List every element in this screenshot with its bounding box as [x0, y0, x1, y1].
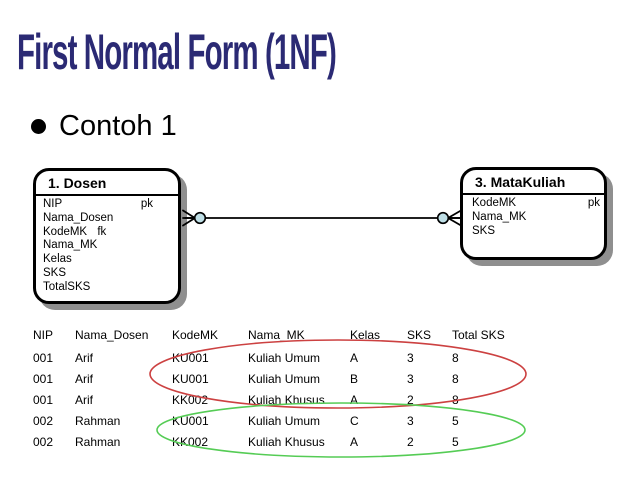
connector-node-right-icon: [436, 211, 450, 225]
cell: 8: [452, 392, 459, 407]
cell: Rahman: [75, 413, 121, 428]
cell: 8: [452, 350, 459, 365]
cell: A: [350, 392, 359, 407]
field-name: TotalSKS: [43, 280, 91, 293]
cell: 3: [407, 371, 414, 386]
cell: 002: [33, 413, 54, 428]
entity-dosen-fields: NIP pk Nama_Dosen KodeMK fk Nama_MK Kela…: [36, 196, 178, 295]
col-header: Nama_MK: [248, 327, 305, 342]
cell: A: [350, 434, 359, 449]
entity-field: NIP pk: [43, 198, 170, 212]
relationship-connector: [182, 209, 463, 227]
field-name: Nama_MK: [43, 239, 98, 252]
cell: Kuliah Umum: [248, 413, 321, 428]
field-name: SKS: [472, 224, 496, 237]
pk-tag: pk: [587, 197, 600, 209]
cell: 001: [33, 371, 54, 386]
col-header: KodeMK: [172, 327, 219, 342]
entity-field: Nama_MK: [472, 211, 600, 225]
bullet-icon: [31, 119, 46, 134]
field-name: KodeMK: [472, 197, 517, 209]
entity-field: SKS: [472, 225, 600, 239]
col-header: Kelas: [350, 327, 381, 342]
fk-tag: fk: [97, 225, 107, 238]
entity-field: KodeMK fk: [43, 226, 170, 240]
table-row: 002 Rahman KK002 Kuliah Khusus A 2 5: [33, 431, 532, 452]
table-row: 001 Arif KK002 Kuliah Khusus A 2 8: [33, 389, 532, 410]
entity-field: Nama_MK: [43, 239, 170, 253]
cell: KU001: [172, 371, 209, 386]
field-name: Nama_Dosen: [43, 211, 114, 224]
entity-matakuliah: 3. MataKuliah KodeMK pk Nama_MK SKS: [460, 167, 607, 260]
cell: Rahman: [75, 434, 121, 449]
field-name: Nama_MK: [472, 210, 527, 223]
entity-field: Nama_Dosen: [43, 212, 170, 226]
page-title: First Normal Form (1NF): [17, 24, 337, 80]
cell: A: [350, 350, 359, 365]
cell: KU001: [172, 350, 209, 365]
cell: B: [350, 371, 359, 386]
entity-field: Kelas: [43, 253, 170, 267]
cell: KK002: [172, 434, 209, 449]
bullet-line: Contoh 1: [31, 110, 177, 143]
table-header-row: NIP Nama_Dosen KodeMK Nama_MK Kelas SKS …: [33, 322, 532, 347]
entity-field: TotalSKS: [43, 281, 170, 295]
cell: 3: [407, 350, 414, 365]
table-row: 001 Arif KU001 Kuliah Umum A 3 8: [33, 347, 532, 368]
col-header: Total SKS: [452, 327, 505, 342]
cell: 001: [33, 392, 54, 407]
cell: 3: [407, 413, 414, 428]
field-name: SKS: [43, 266, 67, 279]
field-name: KodeMK: [43, 225, 88, 238]
field-name: Kelas: [43, 253, 72, 266]
cell: 5: [452, 434, 459, 449]
connector-node-left-icon: [193, 211, 207, 225]
cell: KU001: [172, 413, 209, 428]
cell: Kuliah Khusus: [248, 434, 325, 449]
page-title-text: First Normal Form (1NF): [17, 24, 337, 80]
bullet-text: Contoh 1: [59, 110, 177, 142]
cell: 5: [452, 413, 459, 428]
entity-dosen: 1. Dosen NIP pk Nama_Dosen KodeMK fk Nam…: [33, 168, 181, 304]
cell: Kuliah Umum: [248, 371, 321, 386]
cell: 001: [33, 350, 54, 365]
field-name: NIP: [43, 198, 63, 210]
cell: Kuliah Umum: [248, 350, 321, 365]
crow-foot-left-icon: [182, 209, 196, 227]
entity-matakuliah-title: 3. MataKuliah: [463, 170, 604, 195]
cell: 002: [33, 434, 54, 449]
cell: C: [350, 413, 359, 428]
cell: Arif: [75, 392, 93, 407]
cell: Arif: [75, 350, 93, 365]
pk-tag: pk: [140, 198, 153, 210]
table-row: 001 Arif KU001 Kuliah Umum B 3 8: [33, 368, 532, 389]
cell: 8: [452, 371, 459, 386]
cell: Kuliah Khusus: [248, 392, 325, 407]
cell: 2: [407, 434, 414, 449]
entity-matakuliah-fields: KodeMK pk Nama_MK SKS: [463, 195, 604, 238]
table-row: 002 Rahman KU001 Kuliah Umum C 3 5: [33, 410, 532, 431]
col-header: Nama_Dosen: [75, 327, 149, 342]
col-header: NIP: [33, 327, 54, 342]
cell: KK002: [172, 392, 209, 407]
cell: 2: [407, 392, 414, 407]
data-table: NIP Nama_Dosen KodeMK Nama_MK Kelas SKS …: [33, 322, 532, 452]
entity-field: KodeMK pk: [472, 197, 600, 211]
entity-dosen-title: 1. Dosen: [36, 171, 178, 196]
col-header: SKS: [407, 327, 432, 342]
cell: Arif: [75, 371, 93, 386]
entity-field: SKS: [43, 267, 170, 281]
